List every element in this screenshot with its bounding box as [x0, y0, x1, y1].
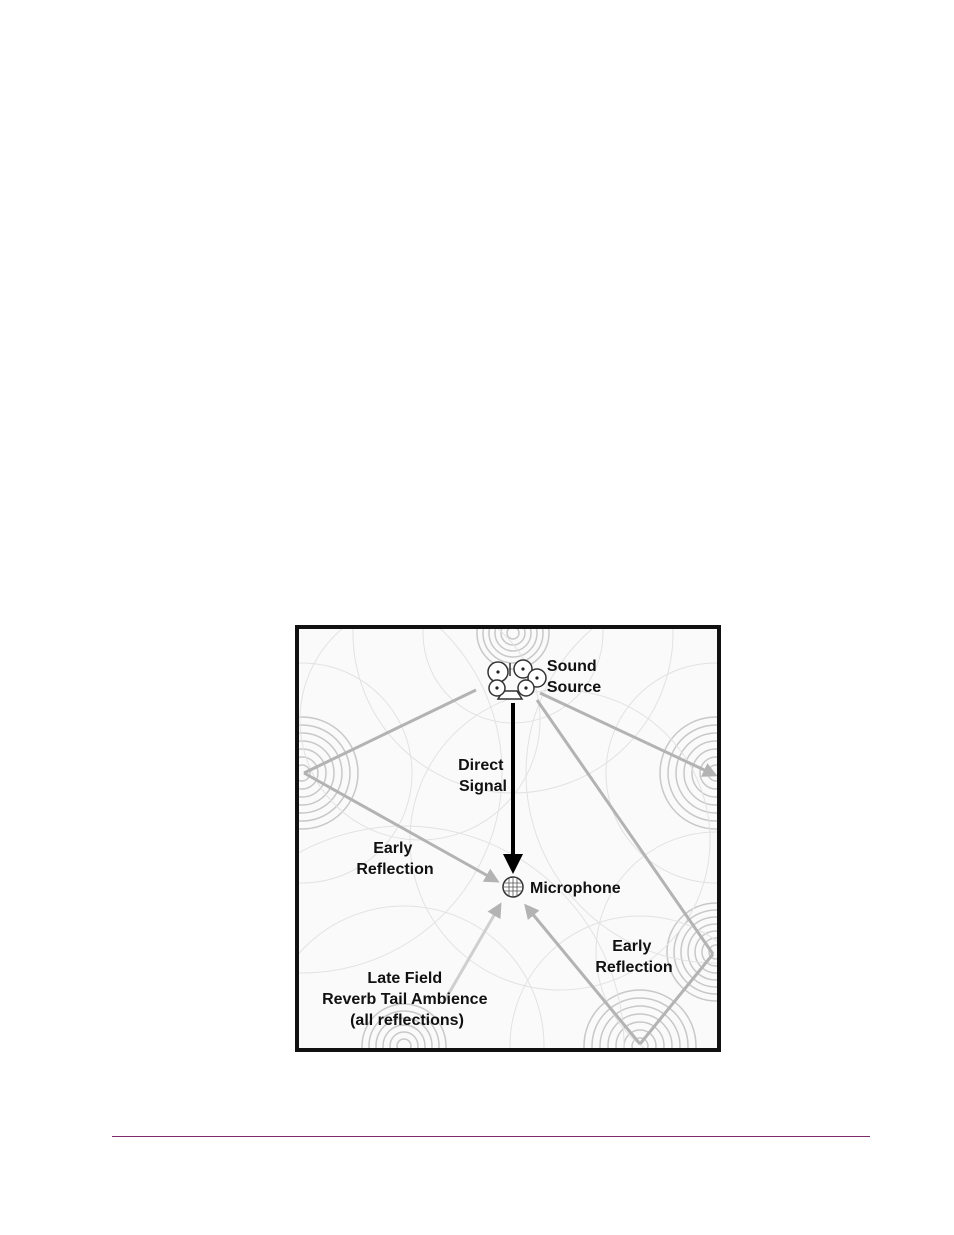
sound-source-label-line2: Source	[547, 679, 601, 696]
microphone-label: Microphone	[530, 880, 621, 897]
early-reflection-left-label-line1: Early	[373, 840, 412, 857]
late-field-label-line2: Reverb Tail Ambience	[322, 991, 487, 1008]
late-field-label-line1: Late Field	[367, 970, 442, 987]
footer-rule	[112, 1136, 870, 1137]
direct-signal-label-line2: Signal	[459, 778, 507, 795]
microphone-icon	[503, 877, 523, 897]
early-reflection-left-label-line2: Reflection	[356, 861, 433, 878]
late-field-label-line3: (all reflections)	[350, 1012, 464, 1029]
early-reflection-right-label-line2: Reflection	[595, 959, 672, 976]
sound-source-label-line1: Sound	[547, 658, 597, 675]
room-interior	[102, 473, 906, 1235]
early-reflection-right-label-line1: Early	[612, 938, 651, 955]
direct-signal-label-line1: Direct	[458, 757, 504, 774]
